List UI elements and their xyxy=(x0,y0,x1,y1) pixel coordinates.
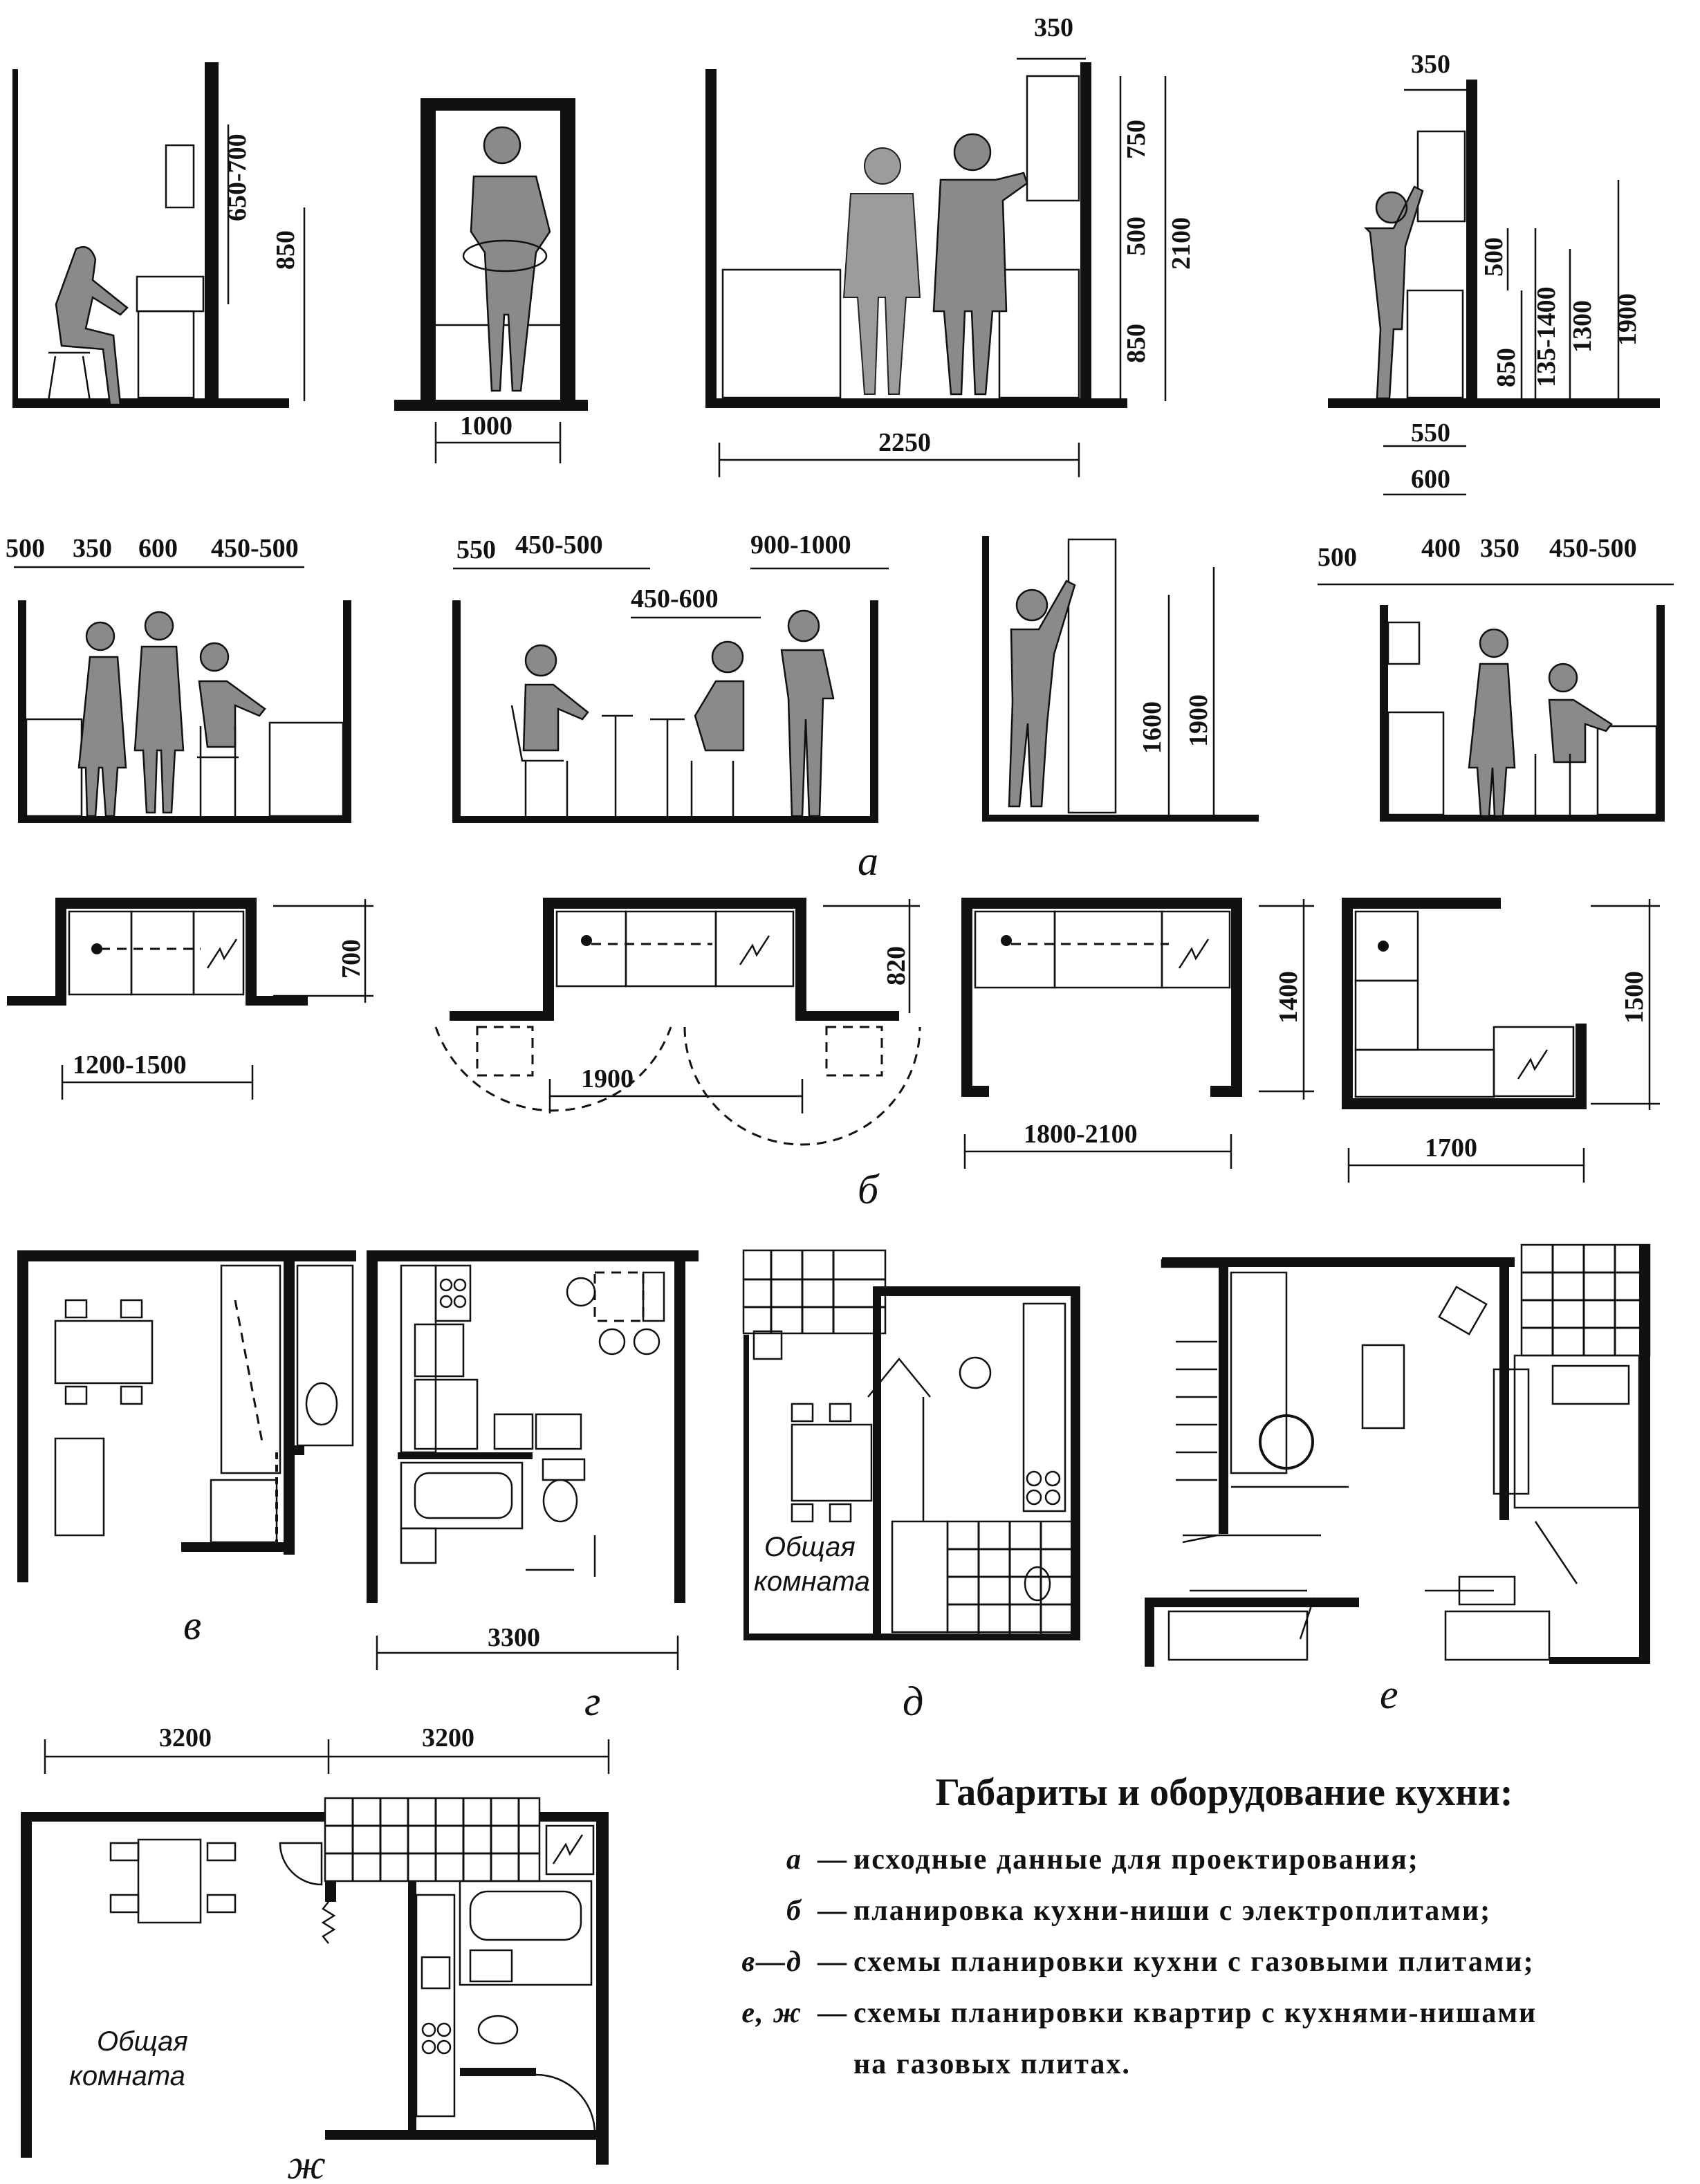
legend-text: планировка кухни-ниши с электроплитами; xyxy=(853,1895,1492,1927)
a1-height-upper: 650-700 xyxy=(223,133,252,221)
legend-dash: — xyxy=(817,1895,848,1927)
a3-height-mid: 500 xyxy=(1122,216,1151,256)
legend-key: б xyxy=(786,1895,802,1927)
legend-text: исходные данные для проектирования; xyxy=(853,1844,1419,1876)
a4-height-e: 1900 xyxy=(1613,293,1642,346)
a1-height-lower: 850 xyxy=(271,230,300,270)
label-d: д xyxy=(903,1678,923,1724)
a4-height-d: 1300 xyxy=(1568,300,1597,353)
a6-dim-2: 450-500 xyxy=(515,530,603,559)
a5-dim-2: 350 xyxy=(73,534,112,563)
zh-room-line1: Общая xyxy=(97,2026,188,2057)
a6-dim-1: 550 xyxy=(456,535,496,564)
plan-b2: 820 1900 xyxy=(434,898,921,1146)
a6-dim-3: 450-600 xyxy=(631,584,719,613)
label-zh: ж xyxy=(287,2142,326,2184)
section-a1: 650-700 850 xyxy=(12,62,306,408)
plan-b4: 1500 1700 xyxy=(1342,898,1660,1183)
d-room-line1: Общая xyxy=(764,1532,856,1562)
a4-depth-a: 550 xyxy=(1411,418,1450,447)
legend-key: е, ж xyxy=(741,1997,802,2029)
b1-depth: 700 xyxy=(337,939,366,979)
a3-width: 2250 xyxy=(878,428,931,457)
legend-text: схемы планировки кухни с газовыми плитам… xyxy=(853,1946,1535,1978)
section-a5: 500 350 600 450-500 xyxy=(6,534,351,823)
label-a: а xyxy=(858,838,878,884)
section-a3: 350 750 500 850 2100 2250 xyxy=(705,13,1196,477)
section-a7: 1600 1900 xyxy=(982,536,1259,822)
plan-v xyxy=(17,1250,356,1582)
a4-depth-b: 600 xyxy=(1411,465,1450,494)
a3-height-lower: 850 xyxy=(1122,324,1151,363)
plan-b1: 700 1200-1500 xyxy=(7,898,373,1100)
b3-width: 1800-2100 xyxy=(1024,1120,1138,1149)
a8-dim-1: 500 xyxy=(1318,543,1357,572)
a4-height-a: 500 xyxy=(1479,237,1508,277)
zh-width-1: 3200 xyxy=(159,1723,212,1752)
plan-g: 3300 xyxy=(367,1250,699,1670)
legend-item: а — исходные данные для проектирования; xyxy=(685,1834,1681,1885)
plan-b3: 1400 1800-2100 xyxy=(961,898,1314,1169)
a7-height-2: 1900 xyxy=(1184,694,1213,747)
b3-depth: 1400 xyxy=(1274,971,1303,1024)
section-a2: 1000 xyxy=(394,98,588,463)
legend-title: Габариты и оборудование кухни: xyxy=(935,1771,1513,1814)
label-v: в xyxy=(183,1602,201,1648)
a4-height-c: 135-1400 xyxy=(1532,286,1561,387)
b2-width: 1900 xyxy=(581,1064,634,1093)
legend-dash: — xyxy=(817,1997,848,2029)
b2-depth: 820 xyxy=(882,946,911,985)
d-room-line2: комната xyxy=(754,1566,870,1597)
a8-dim-4: 450-500 xyxy=(1549,534,1637,563)
a8-dim-3: 350 xyxy=(1480,534,1519,563)
legend-key: в—д xyxy=(741,1946,802,1978)
a5-dim-3: 600 xyxy=(138,534,178,563)
legend: Габариты и оборудование кухни: а — исход… xyxy=(685,1770,1681,2090)
label-e: е xyxy=(1380,1672,1398,1717)
a7-height-1: 1600 xyxy=(1138,701,1167,754)
legend-item: в—д — схемы планировки кухни с газовыми … xyxy=(685,1936,1681,1988)
zh-width-2: 3200 xyxy=(422,1723,474,1752)
section-a4: 350 500 850 135-1400 1300 1900 550 600 xyxy=(1328,50,1660,496)
b4-depth: 1500 xyxy=(1620,971,1649,1024)
plan-zh: 3200 3200 xyxy=(21,1723,610,2165)
a6-dim-4: 900-1000 xyxy=(750,530,851,559)
b1-width: 1200-1500 xyxy=(73,1051,187,1080)
a4-height-b: 850 xyxy=(1492,348,1521,387)
label-b: б xyxy=(858,1167,880,1212)
a4-top-depth: 350 xyxy=(1411,50,1450,79)
plan-d xyxy=(742,1249,1080,1640)
legend-dash: — xyxy=(817,1844,848,1876)
a3-height-upper: 750 xyxy=(1122,120,1151,159)
label-g: г xyxy=(584,1678,600,1724)
a3-height-total: 2100 xyxy=(1167,217,1196,270)
b4-width: 1700 xyxy=(1425,1133,1477,1163)
zh-room-line2: комната xyxy=(69,2061,185,2091)
legend-item: б — планировка кухни-ниши с электроплита… xyxy=(685,1885,1681,1936)
legend-key: а xyxy=(786,1844,802,1876)
g-width: 3300 xyxy=(488,1623,540,1652)
section-a8: 500 400 350 450-500 xyxy=(1318,534,1674,822)
a2-width: 1000 xyxy=(460,411,512,441)
a8-dim-2: 400 xyxy=(1421,534,1461,563)
legend-continuation: на газовых плитах. xyxy=(853,2048,1131,2080)
legend-item: е, ж — схемы планировки квартир с кухням… xyxy=(685,1988,1681,2039)
a5-dim-1: 500 xyxy=(6,534,45,563)
section-a6: 550 450-500 450-600 900-1000 xyxy=(452,530,889,823)
legend-text: схемы планировки квартир с кухнями-нишам… xyxy=(853,1997,1537,2029)
a3-top-depth: 350 xyxy=(1034,13,1073,42)
a5-dim-4: 450-500 xyxy=(211,534,299,563)
legend-dash: — xyxy=(817,1946,848,1978)
plan-e xyxy=(1145,1243,1651,1667)
